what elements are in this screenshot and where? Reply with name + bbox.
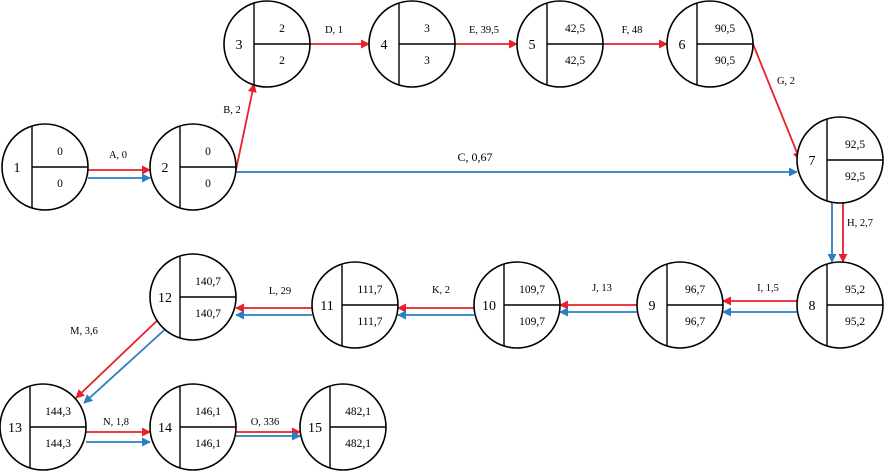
node-id: 1 xyxy=(14,161,21,176)
node-id: 11 xyxy=(320,299,333,314)
node-late-time: 3 xyxy=(424,55,430,67)
node-1: 1 0 0 xyxy=(1,123,89,211)
node-early-time: 2 xyxy=(279,23,285,35)
edge-6-7 xyxy=(752,43,802,161)
edge-label-6-7: G, 2 xyxy=(777,76,795,87)
node-id: 10 xyxy=(482,299,496,314)
node-early-time: 3 xyxy=(424,23,430,35)
edge-label-12-13: M, 3,6 xyxy=(70,326,98,337)
node-early-time: 482,1 xyxy=(345,406,371,418)
node-id: 3 xyxy=(236,38,243,53)
node-early-time: 146,1 xyxy=(195,406,221,418)
edge-12-13-critical-arrow xyxy=(75,315,163,399)
edge-2-3-critical-arrow xyxy=(235,83,257,171)
node-early-time: 109,7 xyxy=(519,284,545,296)
node-3: 3 2 2 xyxy=(223,0,311,88)
node-early-time: 111,7 xyxy=(357,284,382,296)
node-early-time: 95,2 xyxy=(845,284,865,296)
node-late-time: 96,7 xyxy=(685,316,705,328)
node-7: 7 92,5 92,5 xyxy=(796,116,884,204)
edge-label-3-4: D, 1 xyxy=(325,25,343,36)
node-9: 9 96,7 96,7 xyxy=(636,261,724,349)
node-late-time: 92,5 xyxy=(845,171,865,183)
node-id: 13 xyxy=(8,421,22,436)
edge-14-15 xyxy=(236,427,301,441)
edge-12-13 xyxy=(75,315,173,404)
edge-label-14-15: O, 336 xyxy=(251,417,280,428)
node-early-time: 144,3 xyxy=(45,406,71,418)
node-late-time: 111,7 xyxy=(357,316,382,328)
node-early-time: 0 xyxy=(57,146,63,158)
node-id: 5 xyxy=(529,38,536,53)
node-8: 8 95,2 95,2 xyxy=(796,261,884,349)
edge-1-2 xyxy=(88,165,151,183)
edge-8-9 xyxy=(722,296,797,317)
node-12: 12 140,7 140,7 xyxy=(149,253,237,341)
node-id: 7 xyxy=(809,154,816,169)
node-late-time: 482,1 xyxy=(345,438,371,450)
edge-label-5-6: F, 48 xyxy=(622,25,643,36)
edge-label-11-12: L, 29 xyxy=(269,286,291,297)
node-late-time: 140,7 xyxy=(195,308,221,320)
edge-9-10 xyxy=(559,300,637,317)
node-id: 8 xyxy=(809,299,816,314)
edge-6-7-critical-arrow xyxy=(752,43,802,161)
edge-label-1-2: A, 0 xyxy=(109,150,127,161)
edge-7-8 xyxy=(827,202,848,263)
edge-label-9-10: J, 13 xyxy=(592,283,612,294)
node-late-time: 2 xyxy=(279,55,285,67)
node-id: 9 xyxy=(649,299,656,314)
node-id: 15 xyxy=(308,421,322,436)
node-5: 5 42,5 42,5 xyxy=(516,0,604,88)
node-early-time: 0 xyxy=(205,146,211,158)
node-late-time: 0 xyxy=(205,178,211,190)
node-13: 13 144,3 144,3 xyxy=(0,383,87,471)
node-early-time: 42,5 xyxy=(565,23,585,35)
node-6: 6 90,5 90,5 xyxy=(666,0,754,88)
node-early-time: 90,5 xyxy=(715,23,735,35)
edge-label-8-9: I, 1,5 xyxy=(757,283,779,294)
node-early-time: 92,5 xyxy=(845,139,865,151)
node-late-time: 0 xyxy=(57,178,63,190)
node-14: 14 146,1 146,1 xyxy=(149,383,237,471)
edge-label-2-3: B, 2 xyxy=(223,105,241,116)
node-id: 2 xyxy=(162,161,169,176)
edge-12-13-plan-arrow xyxy=(83,322,173,404)
edge-10-11 xyxy=(397,303,474,320)
edge-label-2-7: C, 0,67 xyxy=(457,150,492,164)
node-late-time: 42,5 xyxy=(565,55,585,67)
node-late-time: 95,2 xyxy=(845,316,865,328)
node-late-time: 109,7 xyxy=(519,316,545,328)
edge-label-13-14: N, 1,8 xyxy=(103,417,129,428)
node-4: 4 3 3 xyxy=(368,0,456,88)
edges-layer xyxy=(75,39,848,447)
edge-11-12 xyxy=(235,303,312,320)
node-2: 2 0 0 xyxy=(149,123,237,211)
node-id: 6 xyxy=(679,38,686,53)
node-11: 11 111,7 111,7 xyxy=(311,261,399,349)
edge-labels-layer: A, 0 B, 2 C, 0,67 D, 1 E, 39,5 F, 48 G, 2 H, 2,… xyxy=(70,25,873,428)
edge-label-7-8: H, 2,7 xyxy=(847,218,873,229)
edge-label-10-11: K, 2 xyxy=(432,285,450,296)
edge-2-3 xyxy=(235,83,257,171)
node-late-time: 146,1 xyxy=(195,438,221,450)
node-15: 15 482,1 482,1 xyxy=(299,383,387,471)
node-early-time: 96,7 xyxy=(685,284,705,296)
edge-13-14 xyxy=(86,427,151,447)
node-id: 14 xyxy=(158,421,172,436)
node-late-time: 144,3 xyxy=(45,438,71,450)
node-id: 4 xyxy=(381,38,388,53)
node-late-time: 90,5 xyxy=(715,55,735,67)
node-early-time: 140,7 xyxy=(195,276,221,288)
edge-label-4-5: E, 39,5 xyxy=(469,25,499,36)
node-10: 10 109,7 109,7 xyxy=(473,261,561,349)
node-id: 12 xyxy=(158,291,172,306)
